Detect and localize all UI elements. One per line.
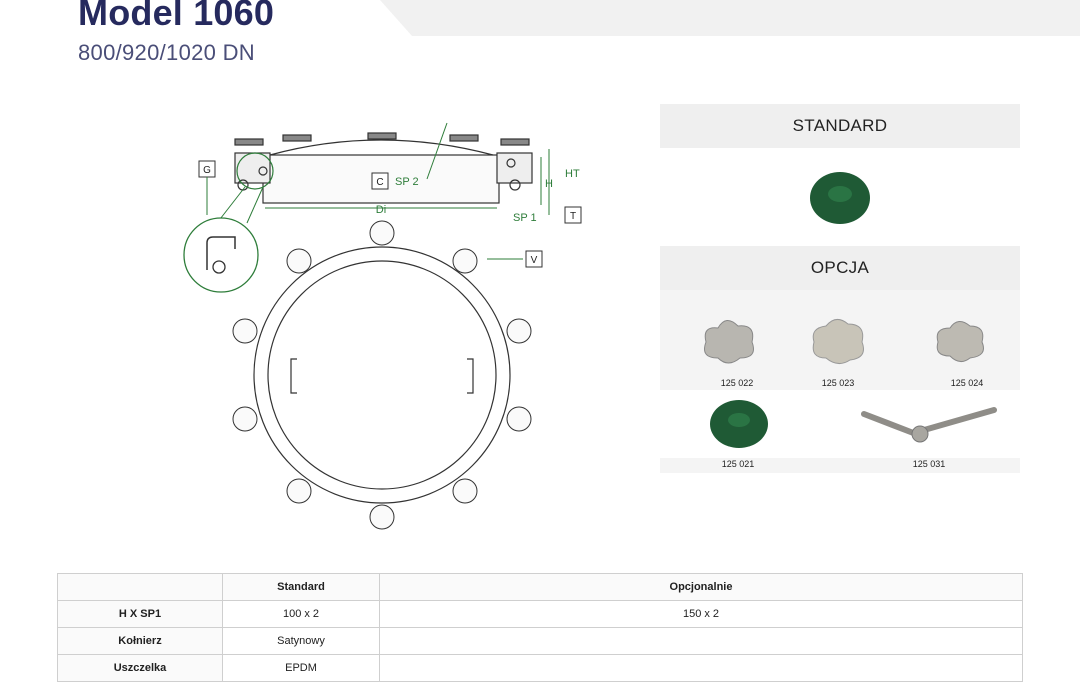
table-row: H X SP1 100 x 2 150 x 2: [57, 600, 1023, 628]
wing-handle-icon: [861, 407, 997, 443]
label-c: C: [376, 177, 383, 188]
technical-drawing: G C SP 2 Di HT H SP 1 T V: [183, 122, 582, 530]
option-section: 125 022 125 023 125 024 125 021 125 031: [660, 290, 1020, 473]
row-label: H X SP1: [57, 600, 223, 628]
table-header-row: Standard Opcjonalnie: [57, 573, 1023, 601]
spec-table: Standard Opcjonalnie H X SP1 100 x 2 150…: [57, 573, 1023, 682]
side-view: [234, 132, 533, 204]
page-title: Model 1060: [78, 0, 275, 33]
option-code-2: 125 023: [821, 378, 855, 388]
option-code-5: 125 031: [912, 459, 946, 469]
page-subtitle: 800/920/1020 DN: [78, 40, 255, 65]
table-header-empty: [57, 573, 223, 601]
knob-panel: STANDARD OPCJA 125 022 125 023 125 024 1…: [660, 104, 1020, 473]
standard-heading: STANDARD: [660, 104, 1020, 148]
option-heading: OPCJA: [660, 246, 1020, 290]
label-t: T: [570, 211, 576, 222]
option-code-1: 125 022: [720, 378, 754, 388]
green-knob-option-icon: [710, 400, 768, 448]
option-code-4: 125 021: [721, 459, 755, 469]
table-row: Uszczelka EPDM: [57, 654, 1023, 682]
detail-zoom-circle: [183, 217, 259, 293]
steel-knob-flat-icon: [812, 319, 864, 364]
label-ht: HT: [565, 168, 580, 180]
label-sp2: SP 2: [395, 176, 419, 188]
clamp-knobs: [232, 220, 532, 530]
label-di: Di: [376, 204, 386, 216]
detail-circle: [236, 152, 274, 190]
header-band: [380, 0, 1080, 36]
table-header-standard: Standard: [222, 573, 380, 601]
green-knob-standard: [810, 172, 870, 224]
top-view: [253, 246, 511, 504]
option-code-3: 125 024: [950, 378, 984, 388]
row-optional: 150 x 2: [379, 600, 1023, 628]
row-standard: 100 x 2: [222, 600, 380, 628]
steel-knob-icon: [704, 320, 754, 364]
table-header-optional: Opcjonalnie: [379, 573, 1023, 601]
label-v: V: [531, 255, 538, 266]
row-optional: [379, 627, 1023, 655]
standard-section: [660, 148, 1020, 246]
row-optional: [379, 654, 1023, 682]
row-standard: EPDM: [222, 654, 380, 682]
label-h: H: [545, 178, 553, 190]
table-row: Kołnierz Satynowy: [57, 627, 1023, 655]
steel-knob-small-icon: [936, 321, 984, 362]
row-label: Kołnierz: [57, 627, 223, 655]
row-standard: Satynowy: [222, 627, 380, 655]
row-label: Uszczelka: [57, 654, 223, 682]
label-sp1: SP 1: [513, 212, 537, 224]
label-g: G: [203, 165, 211, 176]
